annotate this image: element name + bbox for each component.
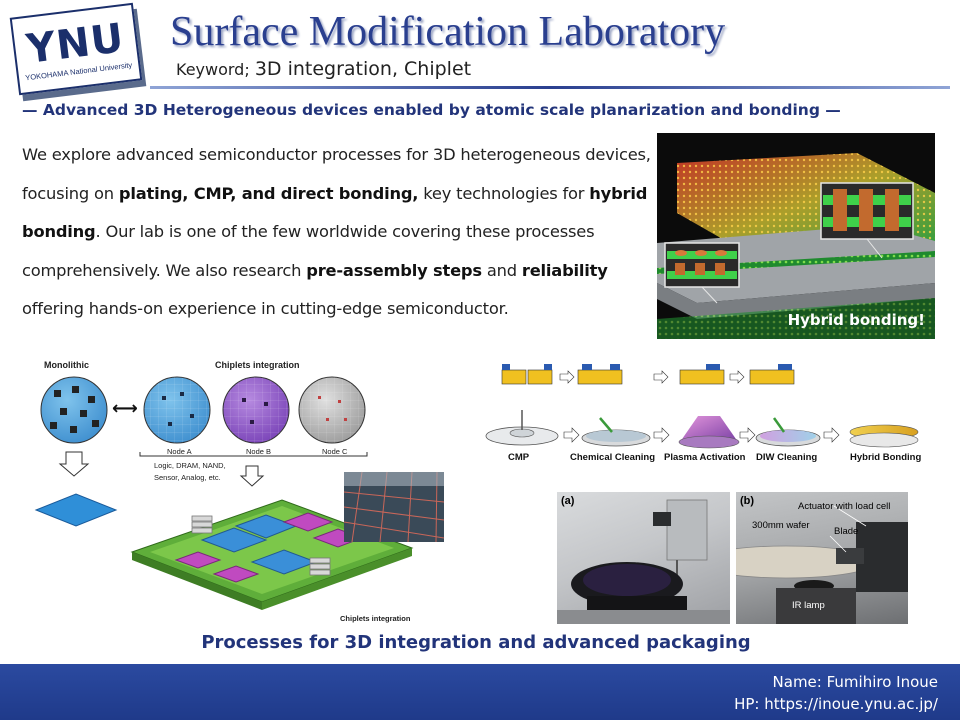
intro-bold-3: pre-assembly steps <box>306 260 482 280</box>
keyword-row: Keyword; 3D integration, Chiplet <box>176 58 471 80</box>
node-a-label: Node A <box>167 447 192 456</box>
node-b-label: Node B <box>246 447 272 456</box>
process-flow-graphics <box>485 364 919 449</box>
chiplets-integration-label: Chiplets integration <box>215 360 300 370</box>
chiplet-types: Logic, DRAM, NAND, Sensor, Analog, etc. <box>154 460 226 484</box>
intro-text-5: offering hands-on experience in cutting-… <box>22 299 509 318</box>
hybrid-bonding-image: Hybrid bonding! <box>657 133 935 339</box>
blade-note: Blade <box>834 526 859 537</box>
page-title: Surface Modification Laboratory <box>170 9 726 55</box>
photo-a-label: (a) <box>561 495 575 507</box>
header-divider <box>150 86 950 89</box>
package-label: Chiplets integration <box>340 614 411 623</box>
photo-a: (a) <box>557 492 730 624</box>
process-step-diw-cleaning: DIW Cleaning <box>756 452 818 463</box>
intro-bold-4: reliability <box>521 260 608 280</box>
intro-text-2: key technologies for <box>418 183 590 203</box>
intro-bold-1: plating, CMP, and direct bonding, <box>118 183 419 203</box>
process-step-hybrid-bonding: Hybrid Bonding <box>850 452 922 463</box>
chiplet-diagram: Monolithic Chiplets integration ⟷ <box>22 352 482 627</box>
process-step-cmp: CMP <box>508 452 530 463</box>
photo-a-equipment <box>557 499 730 624</box>
intro-paragraph: We explore advanced semiconductor proces… <box>22 136 654 329</box>
monolithic-label: Monolithic <box>44 360 89 370</box>
logo-card: YNU YOKOHAMA National University <box>9 2 143 96</box>
subtitle: — Advanced 3D Heterogeneous devices enab… <box>22 101 841 119</box>
node-c-label: Node C <box>322 447 348 456</box>
hybrid-bonding-caption: Hybrid bonding! <box>787 311 925 329</box>
intro-text-3: . Our lab is one of the few worldwide co… <box>22 222 595 280</box>
footer-homepage-link[interactable]: HP: https://inoue.ynu.ac.jp/ <box>734 695 938 713</box>
chiplet-diagram-graphics: ⟷ <box>34 376 445 610</box>
process-step-chemical-cleaning: Chemical Cleaning <box>570 452 655 463</box>
hybrid-bonding-illustration <box>657 133 935 339</box>
intro-text-4: and <box>481 260 522 280</box>
processes-caption: Processes for 3D integration and advance… <box>201 632 751 653</box>
wafer-note: 300mm wafer <box>752 520 810 531</box>
ynu-logo: YNU YOKOHAMA National University <box>9 2 150 102</box>
actuator-note: Actuator with load cell <box>798 501 891 512</box>
keyword-label: Keyword; <box>176 60 250 79</box>
keyword-value: 3D integration, Chiplet <box>254 58 472 80</box>
photo-b-label: (b) <box>740 495 755 507</box>
footer-bar: Name: Fumihiro Inoue HP: https://inoue.y… <box>0 664 960 720</box>
process-step-plasma-activation: Plasma Activation <box>664 452 746 463</box>
ir-lamp-note: IR lamp <box>792 600 825 611</box>
chiplet-types-line-2: Sensor, Analog, etc. <box>154 473 221 482</box>
svg-text:⟷: ⟷ <box>112 398 138 419</box>
photo-b-equipment <box>736 505 908 624</box>
footer-name: Name: Fumihiro Inoue <box>772 673 938 691</box>
intro-text-1: We explore advanced semiconductor proces… <box>22 145 651 203</box>
intro-bold-2: hybrid bonding <box>22 183 648 242</box>
photo-b: (b) Actuator with load cell 300mm wafer … <box>736 492 908 624</box>
chiplet-types-line-1: Logic, DRAM, NAND, <box>154 461 226 470</box>
process-flow: CMP Chemical Cleaning Plasma Activation … <box>484 360 929 470</box>
